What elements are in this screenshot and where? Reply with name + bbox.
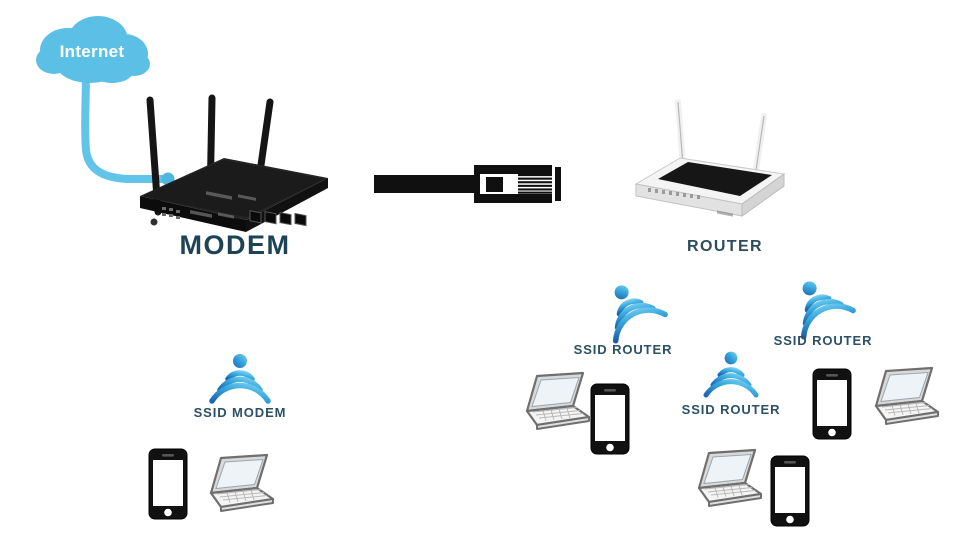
modem-led-indicators	[162, 207, 180, 219]
ssid-label-router-3: SSID ROUTER	[773, 333, 873, 348]
wifi-icon-ssid-modem	[205, 352, 275, 406]
phone-ssid-router-3	[812, 368, 852, 440]
wifi-icon-ssid-router-2	[700, 350, 762, 400]
laptop-keyboard	[532, 407, 584, 421]
laptop-ssid-router-3	[862, 365, 942, 429]
modem-ethernet-ports	[249, 210, 307, 227]
router-label: ROUTER	[687, 238, 763, 255]
phone-ssid-router-2	[770, 455, 810, 527]
ethernet-cable-body	[374, 175, 478, 193]
rj45-latch	[486, 177, 503, 192]
modem-label: MODEM	[179, 230, 291, 260]
ssid-label-modem: SSID MODEM	[193, 405, 287, 420]
rj45-connector	[474, 165, 561, 203]
laptop-keyboard	[216, 489, 268, 503]
wifi-icon-ssid-router-3	[786, 276, 856, 340]
router-brand-logo	[717, 210, 733, 217]
phone-ssid-modem	[148, 448, 188, 520]
laptop-keyboard	[704, 484, 756, 498]
rj45-pins	[518, 174, 552, 194]
router-side-face	[741, 173, 785, 217]
router-device	[622, 96, 802, 226]
internet-cloud-label: Internet	[59, 42, 125, 61]
wifi-icon-ssid-router-1	[598, 280, 668, 344]
ethernet-cable-icon	[374, 155, 564, 215]
internet-cloud: Internet	[30, 14, 154, 90]
ssid-label-router-1: SSID ROUTER	[573, 342, 673, 357]
cloud-shape	[36, 16, 150, 83]
phone-ssid-router-1	[590, 383, 630, 455]
modem-power-button	[150, 218, 158, 226]
router-led-indicators	[648, 188, 700, 199]
rj45-tip	[555, 167, 561, 201]
modem-brand-logo	[190, 191, 256, 219]
laptop-ssid-router-2	[685, 447, 765, 511]
laptop-ssid-modem	[197, 452, 277, 516]
laptop-ssid-router-1	[513, 370, 593, 434]
router-top-panel	[658, 162, 772, 196]
laptop-keyboard	[881, 402, 933, 416]
modem-device	[128, 92, 344, 232]
ssid-label-router-2: SSID ROUTER	[681, 402, 781, 417]
